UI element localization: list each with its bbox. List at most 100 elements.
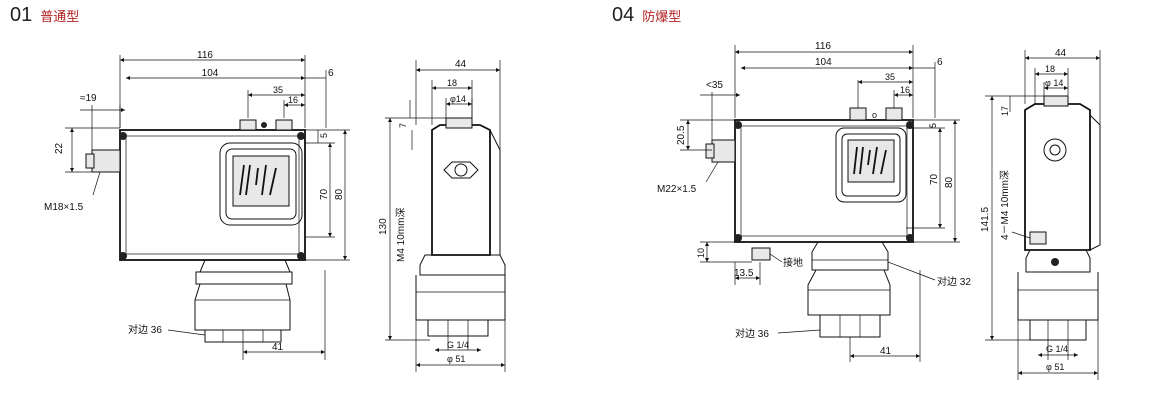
side-hex (427, 319, 489, 337)
dim-70: 70 (929, 173, 940, 185)
dim-inner-width: 104 (815, 57, 832, 68)
dim-80: 80 (334, 188, 345, 200)
side-port-label: G 1/4 (1046, 344, 1068, 354)
side-screw-head (445, 117, 473, 129)
side-screw-head (1043, 95, 1069, 107)
dim-5: 5 (319, 133, 329, 138)
screw-icon (297, 132, 305, 140)
scale-markings (853, 146, 887, 175)
side-dim-7: 7 (398, 123, 408, 128)
side-dim-phi14: φ 14 (1045, 78, 1063, 88)
dim-35: 35 (885, 72, 895, 82)
side-dim-18: 18 (1045, 64, 1055, 74)
sensor-body (807, 269, 891, 316)
dim-19: ≈19 (80, 93, 97, 104)
screw-icon (906, 234, 914, 242)
dim-16: 16 (900, 85, 910, 95)
diagram1-side-view: 44 18 φ14 130 7 M4 10mm深 G 1/4 φ 51 (378, 59, 506, 372)
scale-markings (239, 164, 277, 196)
sensor-flange (195, 271, 293, 285)
side-port-label: G 1/4 (447, 340, 469, 350)
section-number: 04 (612, 4, 635, 26)
side-mount-label: M4 10mm深 (395, 208, 407, 262)
dim-13-5: 13.5 (734, 268, 754, 279)
screw-icon (906, 121, 914, 129)
dim-width: 116 (197, 50, 213, 61)
dim-6: 6 (328, 68, 334, 79)
housing-inner (740, 125, 908, 237)
cable-gland (711, 139, 736, 163)
side-dim-141-5: 141.5 (980, 207, 991, 232)
adjust-screw (239, 119, 257, 131)
dim-6: 6 (937, 57, 943, 68)
side-dim-phi14: φ14 (450, 94, 466, 104)
sensor-neck (199, 259, 291, 273)
ground-lug (751, 247, 771, 261)
dim-5: 5 (928, 123, 938, 128)
dim-41: 41 (880, 346, 892, 357)
section-title: 普通型 (40, 10, 80, 25)
diagram1-front-view: 116 104 6 35 16 ≈19 22 M18×1.5 5 70 80 (44, 50, 350, 360)
side-gland (443, 161, 479, 179)
side-neck (419, 254, 506, 276)
side-mount-label: 4－M4 10mm深 (999, 170, 1011, 240)
dim-10: 10 (696, 248, 706, 258)
screw-icon (119, 132, 127, 140)
dim-80: 80 (944, 176, 955, 188)
screw-icon (261, 122, 267, 128)
side-hex (1029, 319, 1087, 341)
cable-gland (91, 149, 121, 173)
cable-gland-nut (85, 153, 95, 169)
side-housing (431, 124, 491, 256)
adjust-screw (885, 107, 903, 121)
side-sensor (415, 275, 506, 321)
screw-icon (734, 234, 742, 242)
display-window-inner (225, 148, 297, 220)
hex-nut (819, 314, 881, 338)
ground-label: 接地 (783, 256, 803, 269)
section-title: 防爆型 (642, 10, 682, 25)
cable-gland-nut (705, 143, 715, 159)
dim-20-5: 20.5 (676, 125, 687, 145)
housing-inner (125, 135, 300, 255)
dim-inner-width: 104 (202, 68, 219, 79)
side-dim-44: 44 (455, 59, 467, 70)
dim-41: 41 (272, 342, 284, 353)
side-sensor (1017, 272, 1099, 321)
adjust-screw (275, 119, 293, 131)
hex36-label: 对边 36 (735, 327, 769, 340)
section-header-explosion-proof: 04 防爆型 (612, 4, 681, 27)
screw-icon (297, 252, 305, 260)
thread-label: M22×1.5 (657, 184, 697, 195)
screw-o-mark: o (872, 110, 877, 120)
hex-label: 对边 36 (128, 323, 162, 336)
dim-22: 22 (54, 142, 65, 154)
hex32-label: 对边 32 (937, 275, 971, 288)
housing-outline (119, 129, 306, 261)
dim-70: 70 (319, 188, 330, 200)
side-dim-phi51: φ 51 (447, 354, 465, 364)
side-dim-130: 130 (378, 218, 389, 235)
section-number: 01 (10, 4, 33, 26)
diagram2-front-view: o 116 104 6 35 16 <35 20.5 (657, 41, 971, 362)
screw-icon (734, 121, 742, 129)
dim-35: 35 (273, 85, 283, 95)
screw-icon (119, 252, 127, 260)
adjust-screw (849, 107, 867, 121)
side-dim-17: 17 (1000, 106, 1010, 116)
side-neck (1025, 249, 1091, 273)
side-gland (1043, 138, 1067, 162)
sensor-body (194, 283, 291, 331)
diagram2-side-view: 44 18 φ 14 141.5 17 4－M4 10mm深 G 1/4 φ 5… (980, 48, 1101, 380)
display-window (219, 142, 303, 226)
display-window-inner (841, 133, 901, 197)
section-header-standard: 01 普通型 (10, 4, 79, 27)
side-dim-18: 18 (447, 78, 457, 88)
dim-35b: <35 (706, 80, 723, 91)
neck-hex-32 (811, 241, 889, 271)
side-ground-lug (1029, 231, 1047, 245)
side-dim-phi51: φ 51 (1046, 362, 1064, 372)
dim-width: 116 (815, 41, 831, 52)
side-dim-44: 44 (1055, 48, 1067, 59)
